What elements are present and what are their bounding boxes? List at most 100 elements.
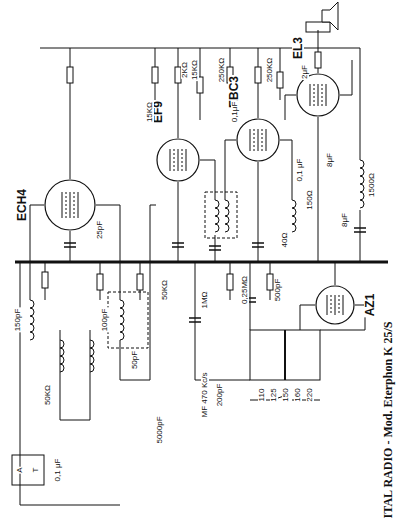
- wires: [12, 2, 388, 505]
- capacitor-symbol: [354, 228, 366, 232]
- output-transformer: [306, 22, 330, 32]
- component-value: 150: [282, 387, 290, 402]
- component-value: 0,25MΩ: [241, 275, 249, 305]
- coil-symbol: [215, 200, 219, 232]
- capacitor-symbol: [64, 243, 76, 247]
- coil-symbol: [360, 160, 364, 208]
- component-value: 2μF: [301, 64, 309, 80]
- component-value: 1500Ω: [368, 172, 376, 198]
- coil-symbol: [225, 200, 229, 232]
- vacuum-tube: ECH4: [44, 179, 96, 231]
- component-value: 0,1 μF: [296, 158, 304, 183]
- component-value: 125: [270, 387, 278, 402]
- component-value: A: [16, 466, 24, 473]
- wire: [178, 182, 179, 262]
- wire: [250, 262, 251, 330]
- vacuum-tube: EBC3: [236, 118, 280, 162]
- resistor-symbol: [255, 67, 261, 83]
- capacitor-symbol: [252, 243, 264, 247]
- wire: [178, 48, 179, 138]
- vacuum-tube: AZ1: [315, 285, 355, 325]
- component-value: 8μF: [341, 212, 349, 228]
- component-value: 2KΩ: [181, 61, 189, 79]
- resistor-symbol: [42, 272, 48, 288]
- wire: [340, 60, 352, 95]
- component-value: 5000pF: [156, 415, 164, 444]
- tube-envelope: [44, 179, 96, 231]
- component-value: 15KΩ: [146, 101, 154, 123]
- power-transformer: [250, 330, 320, 380]
- component-value: 40Ω: [281, 232, 289, 249]
- component-value: 160: [294, 387, 302, 402]
- resistor-symbol: [277, 72, 283, 88]
- tube-name: AZ1: [364, 293, 376, 318]
- component-value: 25pF: [96, 220, 104, 240]
- wire: [225, 140, 236, 200]
- wire: [335, 262, 336, 285]
- wire: [300, 305, 315, 330]
- resistor-symbol: [315, 52, 321, 68]
- wire: [215, 235, 216, 262]
- component-value: 0,1μF: [231, 101, 239, 124]
- component-value: 500pF: [274, 278, 282, 303]
- wire: [318, 117, 319, 262]
- wire: [60, 420, 90, 421]
- wire: [280, 140, 292, 200]
- capacitor-symbol: [172, 243, 184, 247]
- wire: [340, 48, 360, 160]
- component-value: 50pF: [131, 350, 139, 370]
- coil-symbol: [90, 340, 94, 372]
- wire: [90, 330, 91, 420]
- component-value: 110: [258, 388, 266, 403]
- component-value: 200pF: [216, 383, 224, 408]
- resistor-symbol: [227, 274, 233, 290]
- wire: [20, 505, 120, 506]
- resistor-symbol: [137, 274, 143, 290]
- if-can: [205, 192, 237, 238]
- component-value: 50KΩ: [161, 279, 169, 301]
- resistor-symbol: [97, 274, 103, 290]
- wire: [360, 210, 361, 262]
- coil-symbol: [60, 340, 64, 372]
- speaker-symbol: [322, 2, 338, 30]
- resistor-symbol: [152, 67, 158, 83]
- resistor-symbol: [267, 274, 273, 290]
- component-value: 100pF: [101, 308, 109, 333]
- tube-envelope: [315, 285, 355, 325]
- wire: [285, 95, 296, 120]
- tube-name: ECH4: [16, 188, 28, 222]
- coil-symbol: [30, 300, 34, 340]
- component-value: 0,1 μF: [54, 458, 62, 483]
- coil-symbol: [120, 300, 124, 340]
- capacitor-symbol: [189, 318, 201, 322]
- transformer-core: [284, 330, 286, 380]
- component-value: 220: [306, 387, 314, 402]
- component-value: 1MΩ: [201, 290, 209, 309]
- component-value: 15KΩ: [191, 59, 199, 81]
- component-value: 250KΩ: [218, 57, 226, 84]
- component-value: T: [32, 467, 40, 474]
- capacitor-symbol: [209, 246, 221, 250]
- tube-envelope: [236, 118, 280, 162]
- antenna-terminal: [12, 455, 44, 485]
- wire: [60, 330, 61, 420]
- component-value: 8μF: [326, 152, 334, 168]
- schematic-title: ITAL RADIO - Mod. Eterphon K 25/S: [382, 322, 394, 518]
- tube-envelope: [156, 138, 200, 182]
- tube-name: EL3: [292, 36, 304, 60]
- coil-symbol: [292, 200, 296, 232]
- vacuum-tube: EF9: [156, 138, 200, 182]
- wire: [195, 262, 196, 380]
- resistor-symbol: [67, 67, 73, 83]
- wire: [200, 160, 215, 200]
- component-value: 250KΩ: [266, 57, 274, 84]
- ground-bus: [15, 261, 388, 264]
- component-value: 50KΩ: [44, 384, 52, 406]
- wire: [318, 30, 319, 48]
- component-value: 150pF: [14, 308, 22, 333]
- component-value: 150Ω: [306, 189, 314, 210]
- component-value: MF 470 Kc/s: [201, 372, 209, 419]
- if-can: [108, 292, 148, 348]
- wire: [96, 205, 120, 300]
